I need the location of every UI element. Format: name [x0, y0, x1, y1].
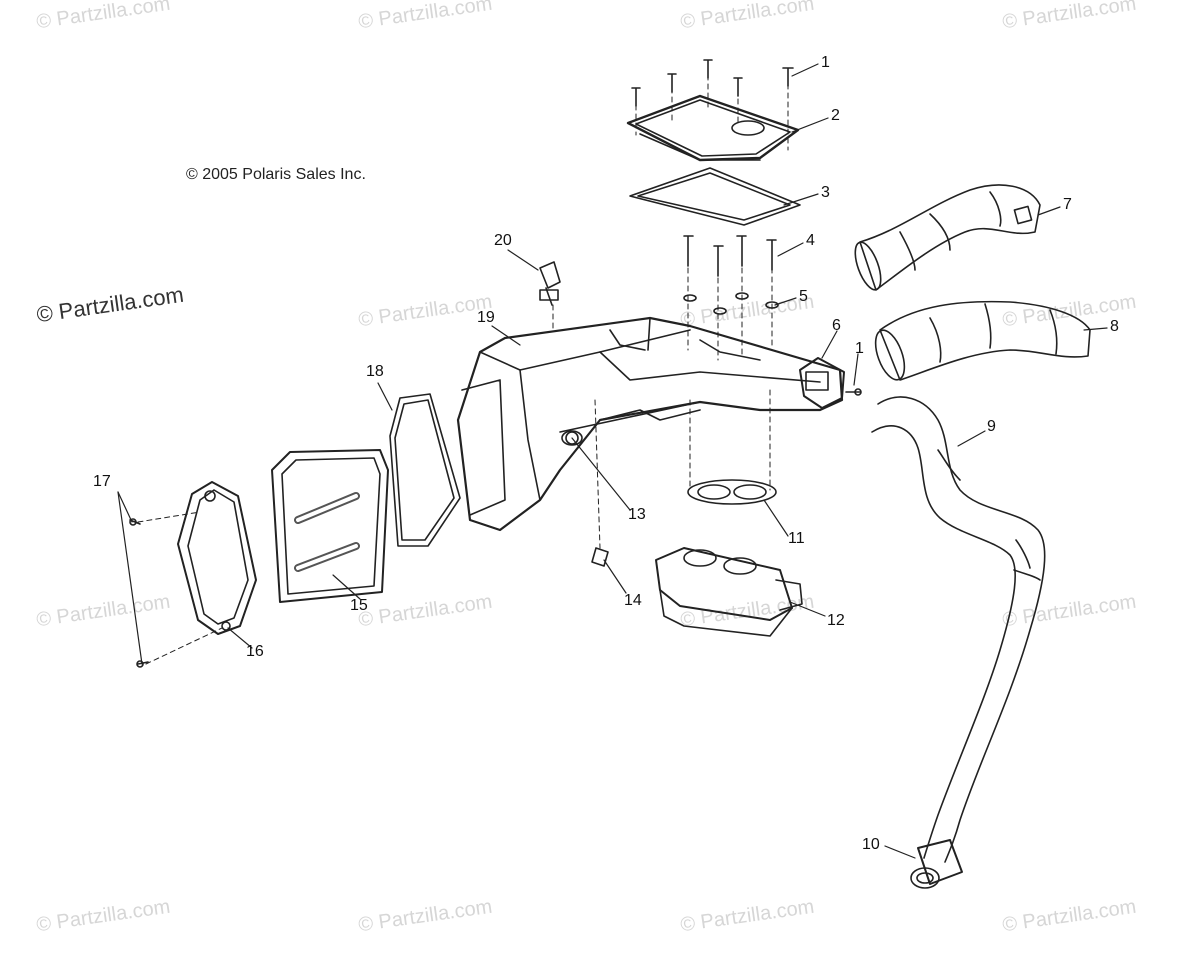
vent-hose [871, 396, 1046, 863]
leader-lines [117, 63, 1108, 859]
copyright-notice: © 2005 Polaris Sales Inc. [186, 166, 366, 183]
intake-duct-lower [874, 300, 1091, 381]
callout-6: 6 [832, 317, 841, 334]
temperature-sensor [539, 261, 561, 306]
throttle-body [655, 547, 803, 637]
sensor-module [799, 357, 862, 409]
assembly-lines [137, 74, 789, 665]
drain-fittings [565, 431, 609, 567]
callout-17: 17 [93, 473, 111, 490]
callout-16: 16 [246, 643, 264, 660]
callout-10: 10 [862, 836, 880, 853]
callout-3: 3 [821, 184, 830, 201]
bolt-set [683, 235, 777, 277]
cover-seal [629, 167, 801, 226]
washer-set [683, 292, 779, 315]
callout-12: 12 [827, 612, 845, 629]
callout-5: 5 [799, 288, 808, 305]
callout-1b: 1 [855, 340, 864, 357]
callout-18: 18 [366, 363, 384, 380]
air-filter [271, 449, 389, 603]
cover-screws [129, 518, 149, 668]
callout-20: 20 [494, 232, 512, 249]
callout-8: 8 [1110, 318, 1119, 335]
filter-gasket [389, 393, 461, 547]
airbox-cover [626, 94, 800, 162]
screw-set-top [631, 59, 794, 107]
airbox-body [456, 316, 844, 532]
callout-7: 7 [1063, 196, 1072, 213]
callout-19: 19 [477, 309, 495, 326]
callout-1: 1 [821, 54, 830, 71]
hose-fitting [910, 839, 963, 889]
throttle-gasket [687, 479, 777, 505]
callout-11: 11 [788, 530, 805, 547]
callout-14: 14 [624, 592, 642, 609]
callout-2: 2 [831, 107, 840, 124]
filter-cover [177, 481, 257, 635]
callout-13: 13 [628, 506, 646, 523]
callout-9: 9 [987, 418, 996, 435]
callout-15: 15 [350, 597, 368, 614]
callout-4: 4 [806, 232, 815, 249]
intake-duct-upper [854, 184, 1041, 291]
